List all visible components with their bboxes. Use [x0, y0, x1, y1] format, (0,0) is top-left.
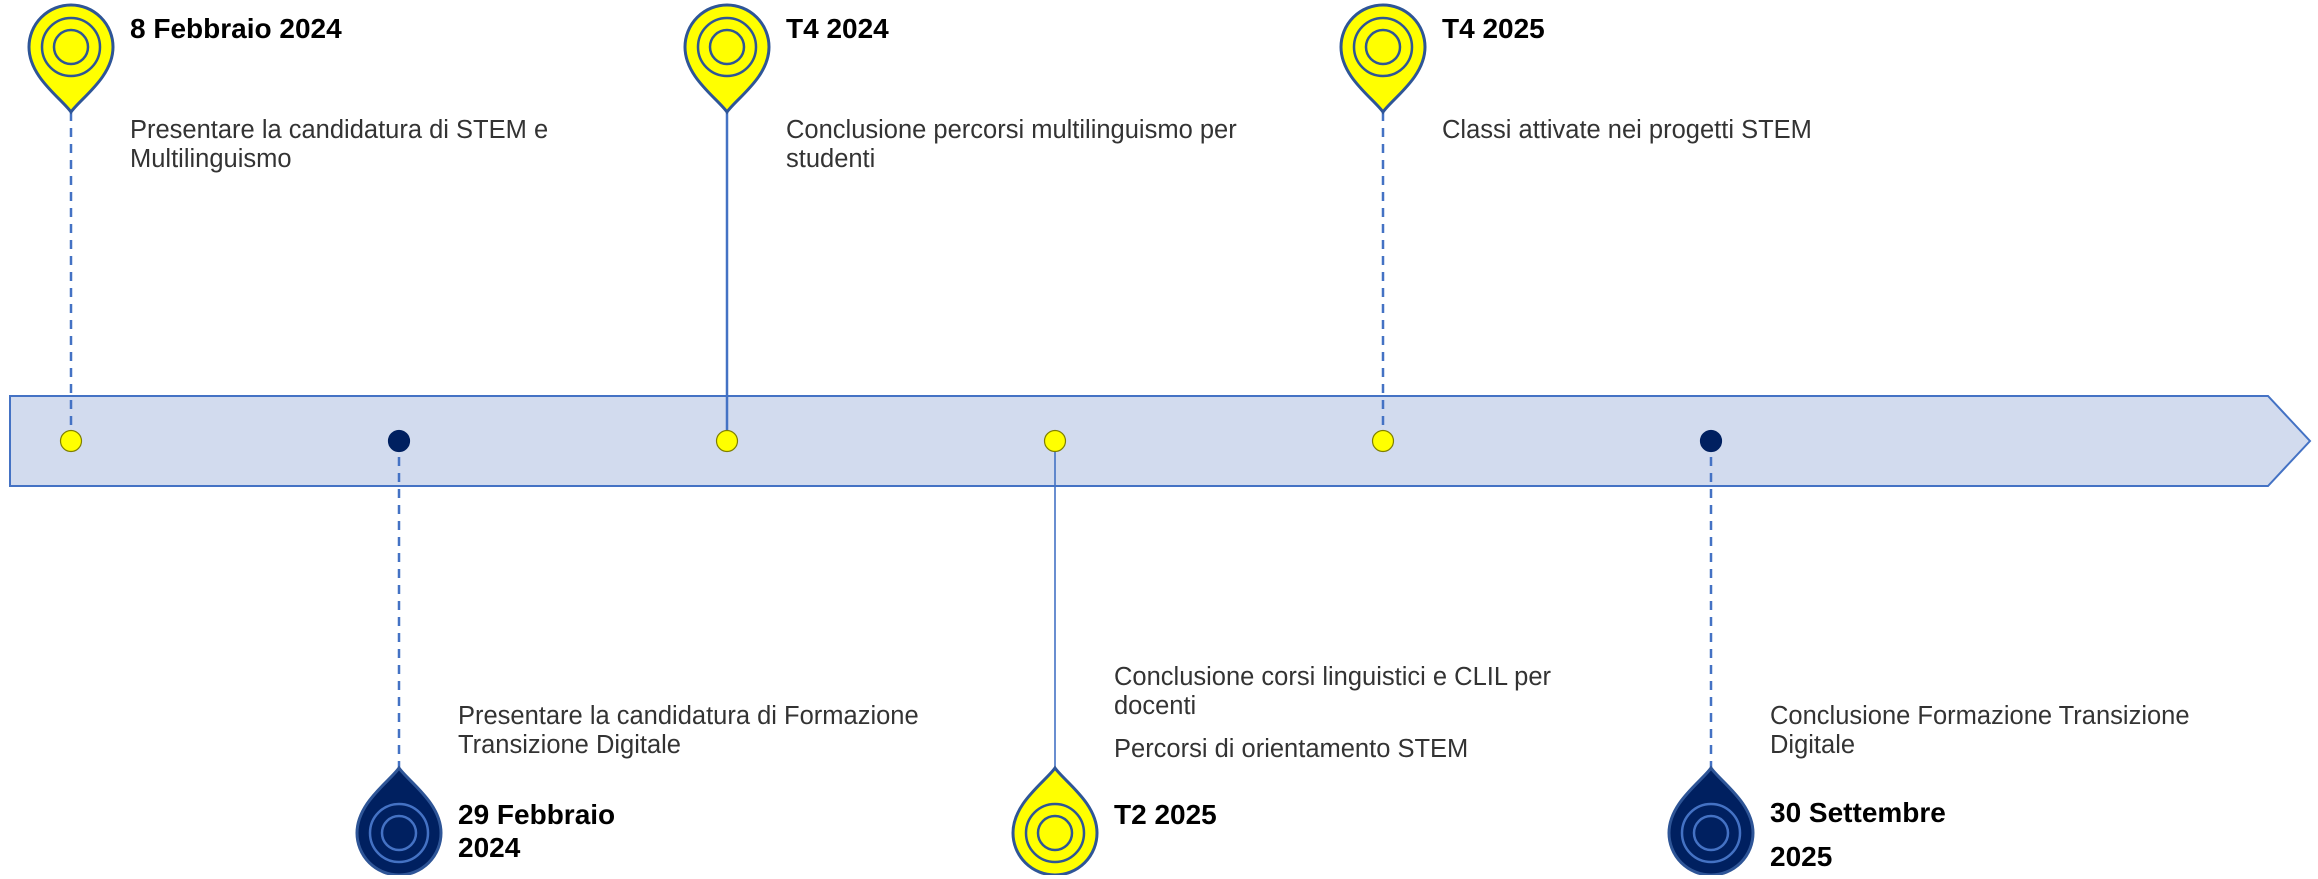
- axis-dot-m6: [1699, 429, 1723, 453]
- map-pin-icon-m2: [355, 765, 443, 875]
- milestone-description-line: Conclusione Formazione Transizione Digit…: [1770, 702, 2190, 759]
- axis-dot-m4: [1043, 429, 1067, 453]
- map-pin-icon-m4: [1011, 765, 1099, 875]
- milestone-description-m5: Classi attivate nei progetti STEM: [1442, 116, 2002, 145]
- map-pin-icon-m1: [27, 3, 115, 115]
- milestone-date-m3: T4 2024: [786, 13, 889, 44]
- milestone-description-m2: Presentare la candidatura di Formazione …: [458, 702, 978, 760]
- milestone-date-m5: T4 2025: [1442, 13, 1545, 44]
- milestone-description-line: Classi attivate nei progetti STEM: [1442, 116, 1812, 144]
- milestone-description-line: Presentare la candidatura di Formazione …: [458, 702, 919, 759]
- milestone-description-m4: Conclusione corsi linguistici e CLIL per…: [1114, 663, 1634, 764]
- map-pin-icon-m3: [683, 3, 771, 115]
- axis-dot-m5: [1371, 429, 1395, 453]
- milestone-description-line: Presentare la candidatura di STEM e Mult…: [130, 116, 549, 173]
- milestone-date-m4: T2 2025: [1114, 799, 1217, 830]
- milestone-description-m3: Conclusione percorsi multilinguismo per …: [786, 116, 1306, 174]
- milestone-description-line: Conclusione percorsi multilinguismo per …: [786, 116, 1237, 173]
- map-pin-icon-m5: [1339, 3, 1427, 115]
- timeline-arrow-band: [9, 395, 2312, 487]
- milestone-description-line: Percorsi di orientamento STEM: [1114, 735, 1469, 763]
- axis-dot-m1: [59, 429, 83, 453]
- milestone-date-m1: 8 Febbraio 2024: [130, 13, 342, 44]
- milestone-date-m2: 29 Febbraio 2024: [458, 799, 616, 863]
- axis-dot-m3: [715, 429, 739, 453]
- axis-dot-m2: [387, 429, 411, 453]
- milestone-description-m1: Presentare la candidatura di STEM e Mult…: [130, 116, 620, 174]
- milestone-description-m6: Conclusione Formazione Transizione Digit…: [1770, 702, 2250, 760]
- milestone-description-line: Conclusione corsi linguistici e CLIL per…: [1114, 663, 1552, 720]
- milestone-date-m6: 30 Settembre 2025: [1770, 797, 1946, 872]
- map-pin-icon-m6: [1667, 765, 1755, 875]
